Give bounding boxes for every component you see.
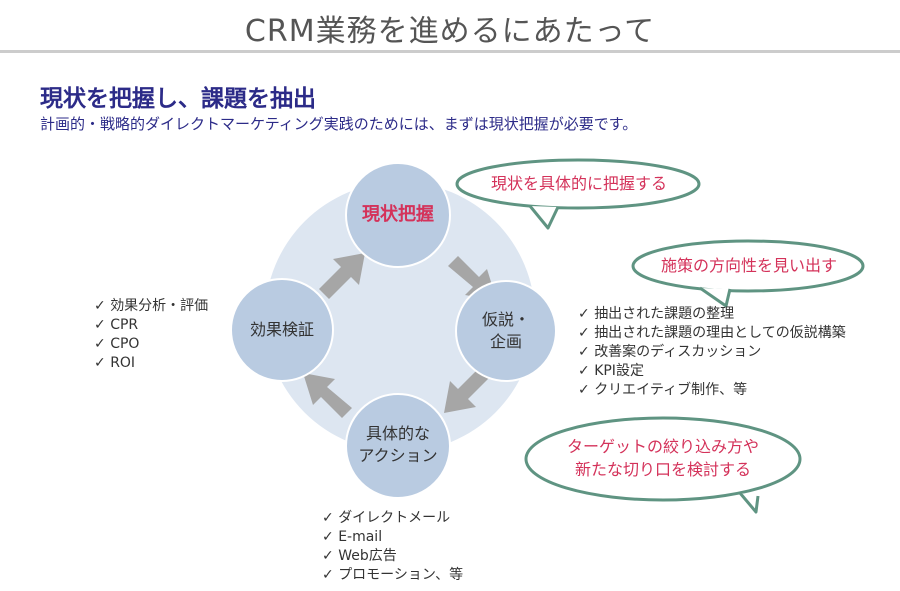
arrow-right-to-bottom [444,368,489,413]
checklist-hypothesis-planning: 抽出された課題の整理 抽出された課題の理由としての仮説構築 改善案のディスカッシ… [578,305,846,400]
list-item: プロモーション、等 [322,566,463,585]
callout-top-text: 現状を具体的に把握する [490,174,667,193]
list-item: クリエイティブ制作、等 [578,381,846,400]
list-item: ROI [94,354,208,373]
callout-bottom-line-2: 新たな切り口を検討する [574,460,751,479]
callout-bubble-bottom [524,416,802,514]
callout-bottom-text: ターゲットの絞り込み方や 新たな切り口を検討する [530,435,796,481]
section-heading: 現状を把握し、課題を抽出 [40,86,316,112]
list-item: CPR [94,316,208,335]
callout-bottom-line-1: ターゲットの絞り込み方や [566,437,759,456]
arrow-left-to-top [319,253,365,299]
node-concrete-action [345,393,451,499]
list-item: 改善案のディスカッション [578,343,846,362]
node-hypothesis-line-2: 企画 [489,332,522,351]
node-effect-verification [230,278,334,382]
checklist-concrete-action: ダイレクトメール E-mail Web広告 プロモーション、等 [322,509,463,585]
list-item: Web広告 [322,547,463,566]
node-current-state-label: 現状把握 [362,204,434,225]
arrow-bottom-to-left [303,373,352,418]
node-hypothesis-planning [455,280,557,382]
list-item: CPO [94,335,208,354]
node-concrete-action-label: 具体的な アクション [343,423,453,467]
list-item: 抽出された課題の理由としての仮説構築 [578,324,846,343]
list-item: E-mail [322,528,463,547]
node-effect-verification-label: 効果検証 [249,320,314,339]
node-current-state [345,162,451,268]
list-item: 抽出された課題の整理 [578,305,846,324]
callout-bubble-top [455,158,701,230]
callout-bubble-middle [631,239,865,308]
list-item: ダイレクトメール [322,509,463,528]
list-item: 効果分析・評価 [94,297,208,316]
list-item: KPI設定 [578,362,846,381]
node-action-line-2: アクション [358,446,438,465]
section-subheading: 計画的・戦略的ダイレクトマーケティング実践のためには、まずは現状把握が必要です。 [40,115,638,133]
node-hypothesis-planning-label: 仮説・ 企画 [456,309,556,353]
slide-title: CRM業務を進めるにあたって [244,14,656,49]
node-hypothesis-line-1: 仮説・ [481,310,530,329]
node-action-line-1: 具体的な [365,424,430,443]
title-divider [0,50,900,53]
checklist-effect-verification: 効果分析・評価 CPR CPO ROI [94,297,208,373]
callout-middle-text: 施策の方向性を見い出す [660,256,837,275]
